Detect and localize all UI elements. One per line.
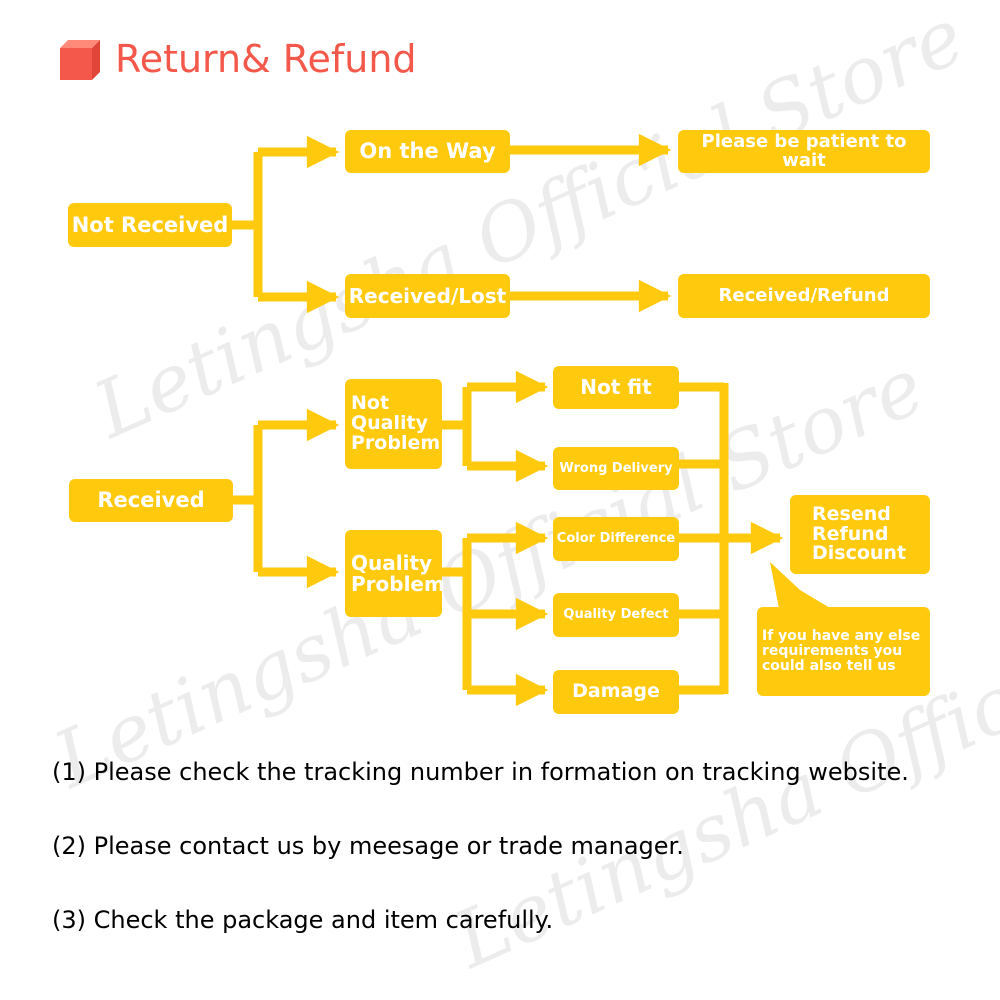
node-color-difference: Color Difference (553, 517, 679, 561)
node-not-received: Not Received (68, 203, 232, 247)
note-2: (2) Please contact us by meesage or trad… (52, 832, 684, 860)
node-on-the-way: On the Way (345, 130, 510, 173)
node-received-refund: Received/Refund (678, 274, 930, 318)
note-1: (1) Please check the tracking number in … (52, 758, 909, 786)
node-received: Received (69, 479, 233, 522)
node-damage: Damage (553, 670, 679, 714)
box-icon (60, 40, 100, 80)
node-quality-problem: Quality Problem (345, 530, 445, 617)
node-wrong-delivery: Wrong Delivery (553, 447, 679, 490)
node-received-lost: Received/Lost (345, 274, 510, 318)
node-not-fit: Not fit (553, 366, 679, 409)
node-resolution: Resend Refund Discount (790, 495, 930, 574)
node-please-wait: Please be patient to wait (678, 130, 930, 173)
node-quality-defect: Quality Defect (553, 593, 679, 637)
note-3: (3) Check the package and item carefully… (52, 906, 554, 934)
node-not-quality-problem: Not Quality Problem (345, 379, 442, 469)
callout-pointer (770, 562, 840, 614)
page-title: Return& Refund (115, 37, 417, 81)
node-callout: If you have any else requirements you co… (757, 607, 930, 696)
